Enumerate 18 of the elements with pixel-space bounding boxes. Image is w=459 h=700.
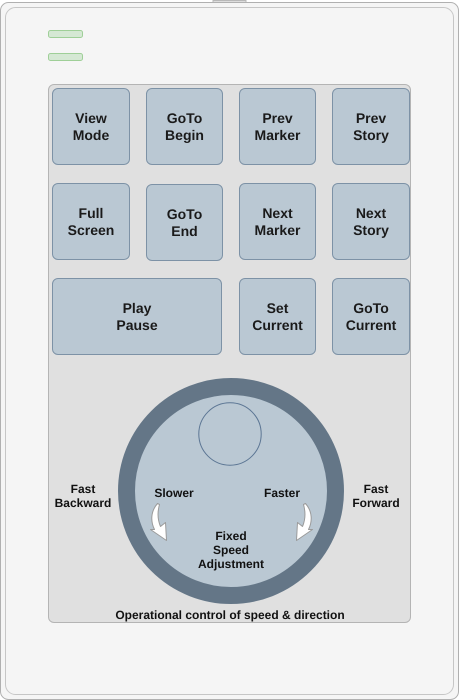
speed-label: Faster [264,486,300,500]
keypad-button: GoTo End [146,184,223,261]
keypad-button: Set Current [239,278,316,355]
keypad-button: GoTo Begin [146,88,223,165]
control-panel [48,84,411,623]
keypad-button: Play Pause [52,278,222,355]
keypad-button: Full Screen [52,183,130,260]
keypad-button: Next Marker [239,183,316,260]
direction-label: Fast Backward [54,482,112,510]
speed-label: Slower [154,486,194,500]
keypad-button: Prev Marker [239,88,316,165]
panel-caption: Operational control of speed & direction [115,608,345,622]
direction-label: Fast Forward [351,482,401,510]
keypad-button: Next Story [332,183,410,260]
keypad-button: GoTo Current [332,278,410,355]
keypad-button: View Mode [52,88,130,165]
keypad-button: Prev Story [332,88,410,165]
wheel-label: Fixed Speed Adjustment [197,529,265,571]
